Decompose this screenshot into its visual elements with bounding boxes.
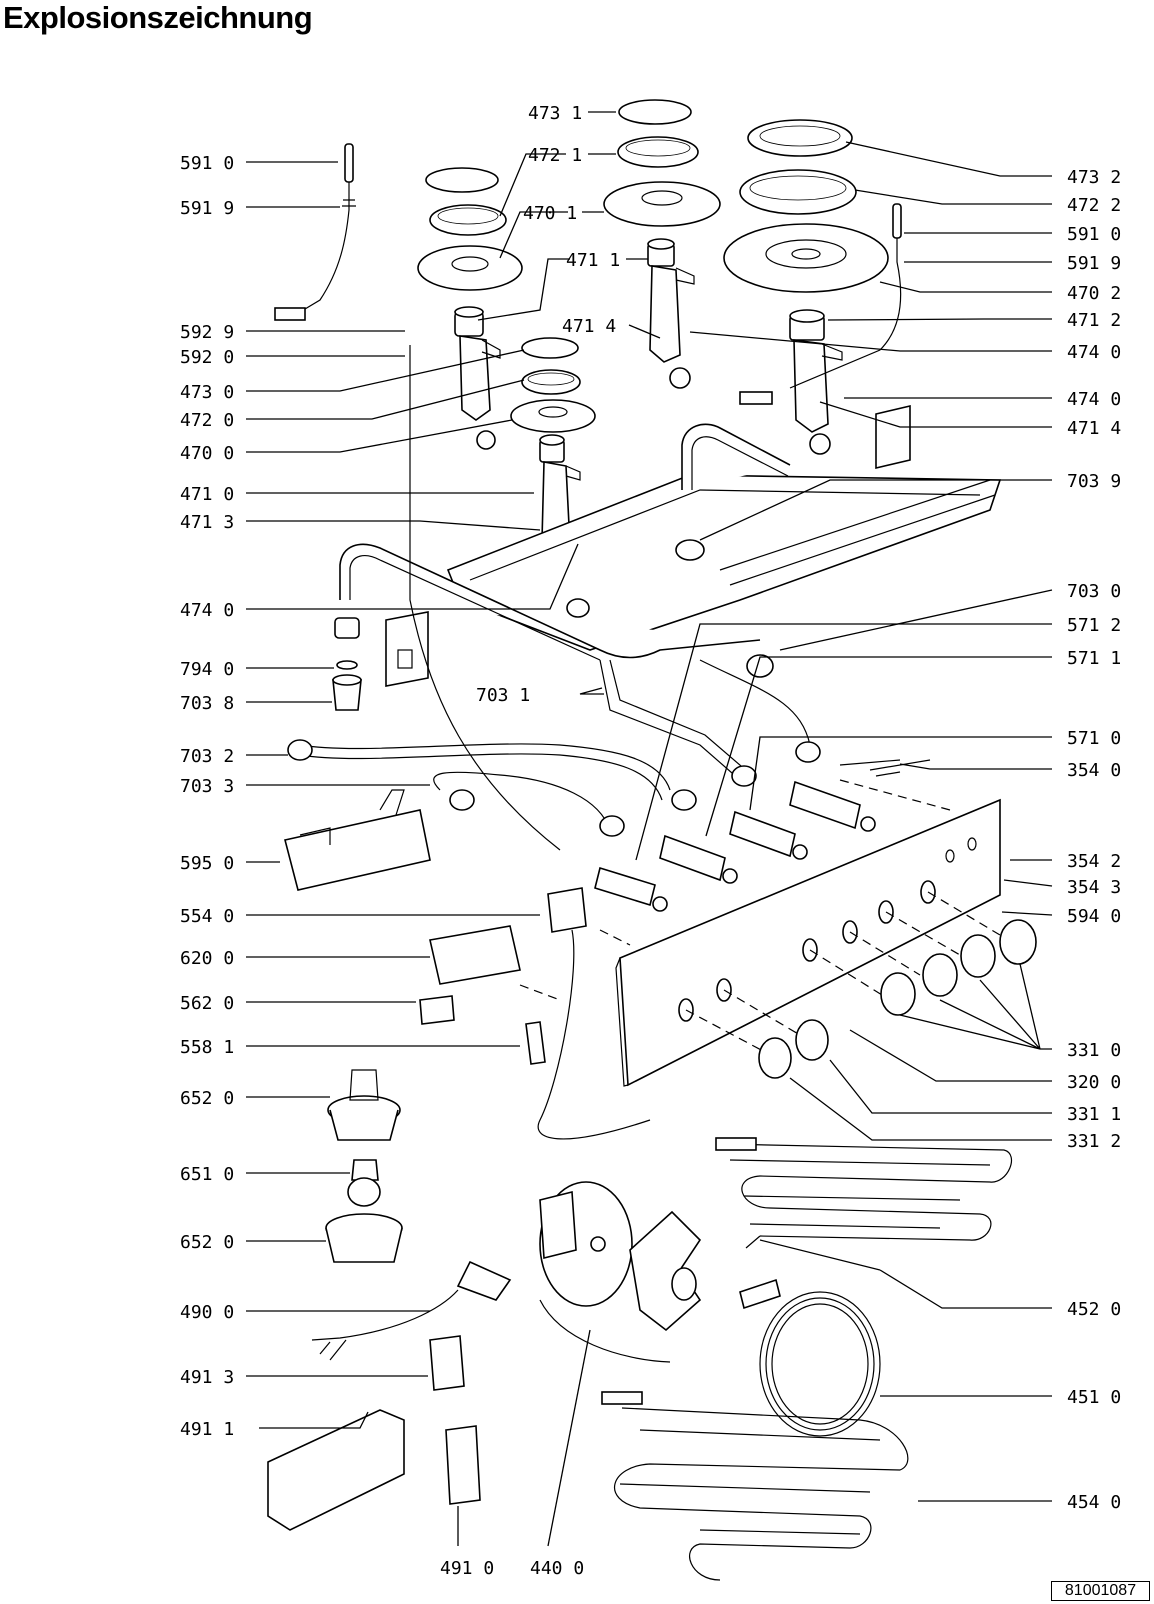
part-label: 471 4 [562,316,616,337]
part-label: 470 2 [1067,283,1121,304]
part-label: 703 2 [180,746,234,767]
part-label: 595 0 [180,853,234,874]
function-selector [429,925,521,985]
bottom-heating-element [601,1391,909,1581]
part-label: 703 9 [1067,471,1121,492]
part-number-labels: 591 0 591 9 592 9 592 0 473 0 472 0 470 … [180,103,1121,1579]
part-label: 470 1 [523,203,577,224]
part-label: 554 0 [180,906,234,927]
power-plug [311,1260,512,1361]
part-label: 474 0 [1067,389,1121,410]
gas-taps [594,780,876,912]
part-label: 331 1 [1067,1104,1121,1125]
part-label: 473 2 [1067,167,1121,188]
selector-switch [547,887,587,933]
part-label: 591 9 [180,198,234,219]
part-label: 354 2 [1067,851,1121,872]
part-label: 471 2 [1067,310,1121,331]
part-label: 571 2 [1067,615,1121,636]
part-label: 474 0 [1067,342,1121,363]
part-label: 474 0 [180,600,234,621]
oven-thermostat-capillary [537,929,651,1140]
part-label: 592 0 [180,347,234,368]
part-label: 471 1 [566,250,620,271]
oven-lamp-assembly [325,1069,403,1263]
document-number: 81001087 [1051,1581,1150,1601]
part-label: 472 0 [180,410,234,431]
thermostat-bracket [525,1021,546,1065]
mounting-bracket [875,404,911,470]
part-label: 331 0 [1067,1040,1121,1061]
part-label: 473 1 [528,103,582,124]
part-label: 703 1 [476,685,530,706]
part-label: 652 0 [180,1088,234,1109]
part-label: 594 0 [1067,906,1121,927]
grill-element [715,1137,1013,1271]
part-label: 703 8 [180,693,234,714]
parts-artwork [267,99,1037,1581]
burner-rear-right [723,119,889,455]
burner-rear-left [417,167,523,450]
part-label: 331 2 [1067,1131,1121,1152]
part-label: 591 0 [1067,224,1121,245]
part-label: 620 0 [180,948,234,969]
part-label: 571 0 [1067,728,1121,749]
part-label: 571 1 [1067,648,1121,669]
part-label: 320 0 [1067,1072,1121,1093]
part-label: 651 0 [180,1164,234,1185]
ignition-electrode-left [274,143,356,321]
part-label: 473 0 [180,382,234,403]
control-knobs [758,919,1037,1079]
part-label: 491 1 [180,1419,234,1440]
burner-rear-center [603,99,721,389]
part-label: 451 0 [1067,1387,1121,1408]
part-label: 490 0 [180,1302,234,1323]
part-label: 562 0 [180,993,234,1014]
assembly-dash-lines [519,779,1001,1061]
part-label: 471 4 [1067,418,1121,439]
part-label: 452 0 [1067,1299,1121,1320]
thermocouple-cable [409,345,561,851]
part-label: 558 1 [180,1037,234,1058]
ignition-module [284,789,431,891]
part-label: 470 0 [180,443,234,464]
part-label: 471 0 [180,484,234,505]
part-label: 592 9 [180,322,234,343]
part-label: 703 0 [1067,581,1121,602]
part-label: 652 0 [180,1232,234,1253]
fan-motor [539,1181,702,1363]
terminal-block-lower [445,1425,481,1505]
gas-hoses [287,539,821,837]
cable-clamp [419,995,455,1025]
part-label: 354 0 [1067,760,1121,781]
thermocouple-probe [839,759,931,777]
part-label: 354 3 [1067,877,1121,898]
leader-lines [246,111,1053,1547]
part-label: 491 3 [180,1367,234,1388]
terminal-cover [267,1409,405,1531]
part-label: 472 1 [528,145,582,166]
part-label: 703 3 [180,776,234,797]
circular-heating-element [739,1278,881,1437]
part-label: 591 9 [1067,253,1121,274]
part-label: 454 0 [1067,1492,1121,1513]
pipe-fitting-left [332,617,362,711]
terminal-block-upper [429,1335,465,1391]
burner-front-left [510,337,596,433]
part-label: 472 2 [1067,195,1121,216]
ignition-electrode-right [739,203,902,405]
page-title: Explosionszeichnung [3,0,313,35]
part-label: 491 0 [440,1558,494,1579]
part-label: 471 3 [180,512,234,533]
part-label: 591 0 [180,153,234,174]
part-label: 440 0 [530,1558,584,1579]
part-label: 794 0 [180,659,234,680]
